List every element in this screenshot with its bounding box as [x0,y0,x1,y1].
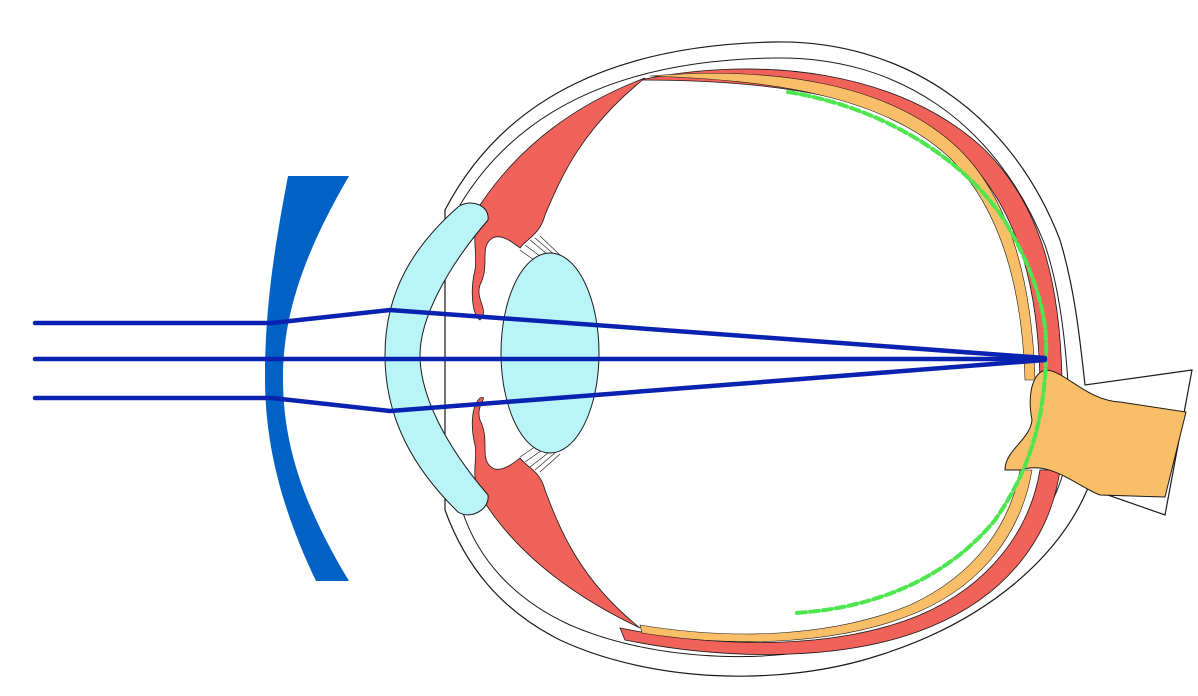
corrective-lens [265,176,349,581]
retina [649,73,1036,381]
crystalline-lens [500,252,600,454]
cornea [384,202,489,516]
light-rays [32,307,1048,414]
choroid-lower [619,469,1061,655]
retina-lower [639,469,1033,642]
ciliary-body-upper [471,77,646,321]
light-ray-lower [32,357,1048,414]
ciliary-body-lower [471,397,641,629]
optic-nerve [1004,369,1187,498]
light-ray-upper [32,307,1048,361]
